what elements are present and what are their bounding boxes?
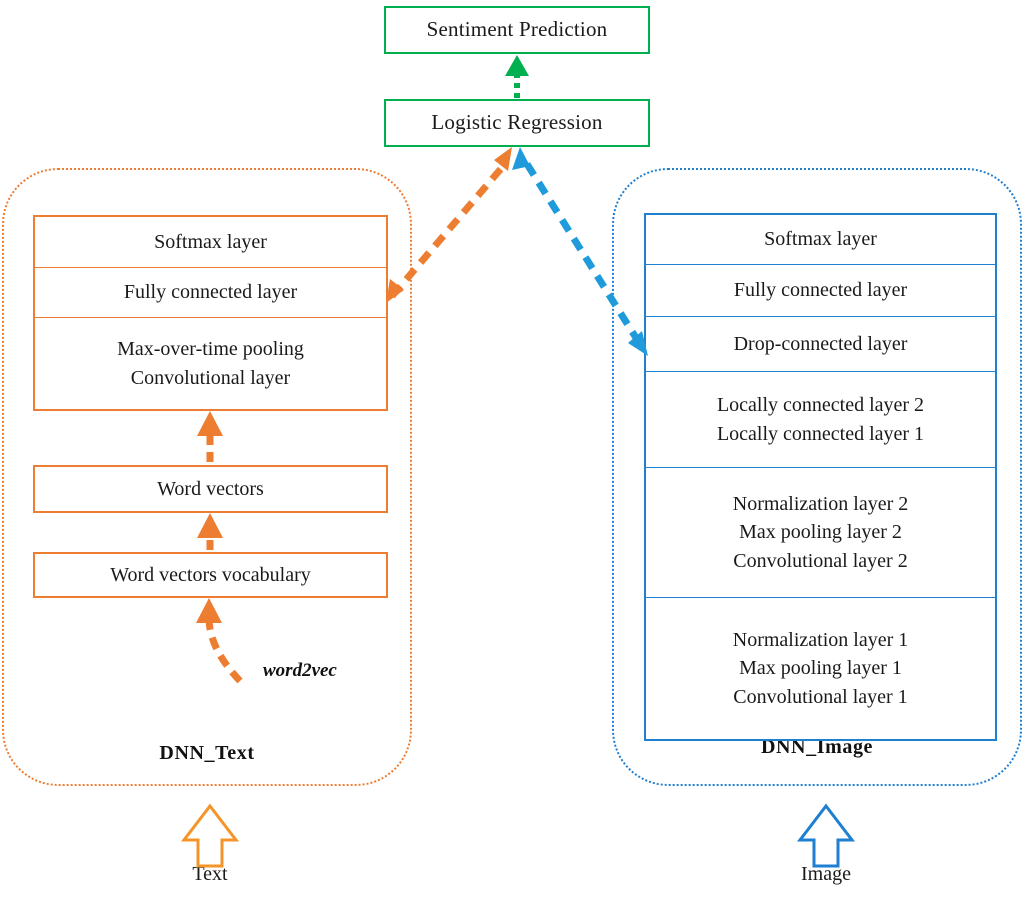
text-layer-conv-pool[interactable]: Max-over-time pooling Convolutional laye…: [35, 317, 386, 409]
image-layer-fully-connected-label: Fully connected layer: [733, 279, 908, 302]
image-layer-locally-connected-2-label: Locally connected layer 2: [716, 394, 925, 417]
image-layer-convolutional-2-label: Convolutional layer 2: [733, 549, 908, 572]
word-vectors-cell: Word vectors: [35, 467, 386, 511]
image-layer-maxpooling-2-label: Max pooling layer 2: [739, 521, 902, 544]
image-layer-block-1[interactable]: Normalization layer 1 Max pooling layer …: [646, 597, 995, 739]
text-layer-maxovertime-label: Max-over-time pooling: [117, 338, 304, 361]
sentiment-prediction-label: Sentiment Prediction: [426, 17, 608, 42]
image-layer-locally-connected[interactable]: Locally connected layer 2 Locally connec…: [646, 371, 995, 467]
image-layer-convolutional-1-label: Convolutional layer 1: [733, 685, 908, 708]
word-vectors-vocabulary-box[interactable]: Word vectors vocabulary: [33, 552, 388, 598]
image-layer-normalization-1-label: Normalization layer 1: [732, 628, 909, 651]
image-layer-block-2[interactable]: Normalization layer 2 Max pooling layer …: [646, 467, 995, 597]
word-vectors-vocabulary-cell: Word vectors vocabulary: [35, 554, 386, 596]
logistic-regression-label: Logistic Regression: [431, 110, 603, 135]
dnn-image-group: DNN_Image: [612, 168, 1022, 786]
word2vec-annotation: word2vec: [263, 660, 337, 681]
word-vectors-label: Word vectors: [157, 477, 264, 500]
image-input-label: Image: [801, 863, 851, 885]
text-layer-convolutional-label: Convolutional layer: [130, 366, 291, 389]
image-layer-drop-connected-label: Drop-connected layer: [733, 332, 908, 355]
image-layer-softmax-label: Softmax layer: [764, 228, 877, 251]
dnn-text-group: DNN_Text: [2, 168, 412, 786]
dnn-text-layer-stack: Softmax layer Fully connected layer Max-…: [33, 215, 388, 411]
text-layer-softmax[interactable]: Softmax layer: [35, 217, 386, 267]
image-layer-fully-connected[interactable]: Fully connected layer: [646, 264, 995, 316]
dnn-image-group-label: DNN_Image: [760, 736, 874, 758]
logistic-regression-box[interactable]: Logistic Regression: [384, 99, 650, 147]
word-vectors-vocabulary-label: Word vectors vocabulary: [110, 563, 311, 586]
image-layer-locally-connected-1-label: Locally connected layer 1: [716, 422, 925, 445]
word-vectors-box[interactable]: Word vectors: [33, 465, 388, 513]
dnn-text-group-label: DNN_Text: [159, 742, 255, 764]
dnn-image-layer-stack: Softmax layer Fully connected layer Drop…: [644, 213, 997, 741]
image-layer-normalization-2-label: Normalization layer 2: [732, 492, 909, 515]
text-input-label: Text: [192, 863, 228, 885]
text-input-block-arrow: [180, 803, 240, 868]
sentiment-prediction-box[interactable]: Sentiment Prediction: [384, 6, 650, 54]
image-layer-maxpooling-1-label: Max pooling layer 1: [739, 657, 902, 680]
text-layer-softmax-label: Softmax layer: [154, 230, 267, 253]
image-layer-softmax[interactable]: Softmax layer: [646, 215, 995, 264]
image-input-block-arrow: [796, 803, 856, 868]
text-layer-fully-connected-label: Fully connected layer: [123, 281, 298, 304]
logistic-regression-to-sentiment-prediction-arrow: [505, 55, 529, 98]
image-layer-drop-connected[interactable]: Drop-connected layer: [646, 316, 995, 371]
text-layer-fully-connected[interactable]: Fully connected layer: [35, 267, 386, 317]
